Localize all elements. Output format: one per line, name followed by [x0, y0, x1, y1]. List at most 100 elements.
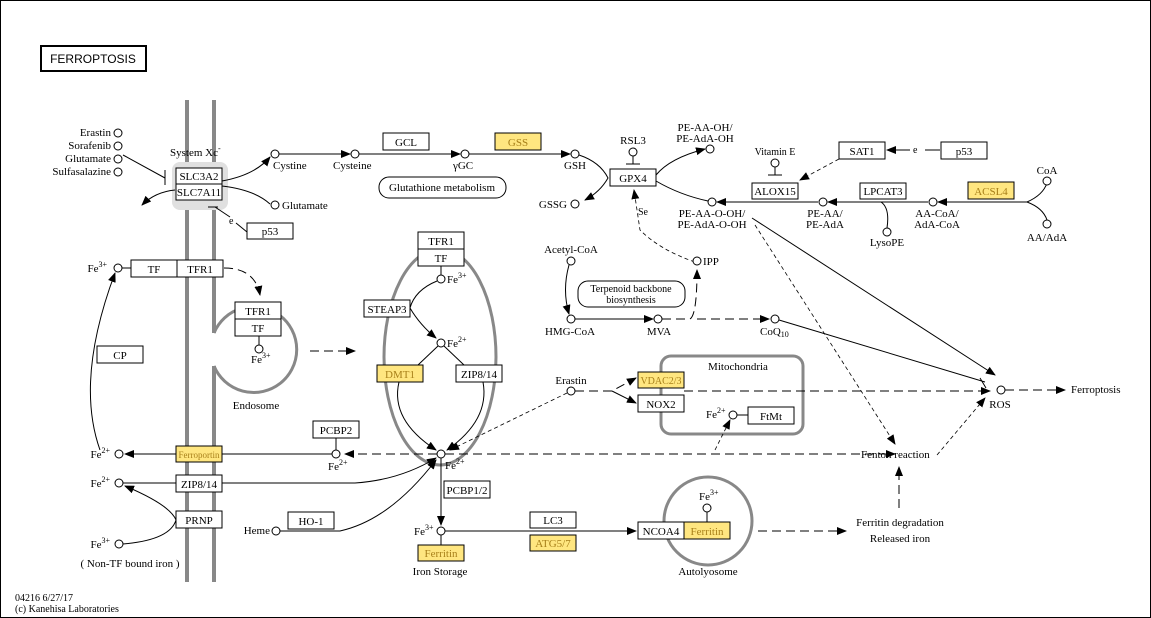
gene-steap3[interactable]: STEAP3 — [363, 299, 411, 318]
svg-text:ATG5/7: ATG5/7 — [535, 538, 571, 550]
gene-dmt1[interactable]: DMT1 — [376, 364, 424, 383]
gene-ferritin-autolysosome[interactable]: Ferritin — [683, 521, 731, 540]
gene-pcbp12[interactable]: PCBP1/2 — [443, 480, 491, 499]
cpd-fe2-out[interactable] — [114, 449, 124, 459]
cpd-fe2-zip[interactable] — [114, 478, 124, 488]
gene-atg57[interactable]: ATG5/7 — [529, 534, 577, 552]
cpd-ygc[interactable] — [460, 149, 470, 159]
svg-text:GCL: GCL — [395, 137, 417, 149]
gsh-to-gssg — [578, 154, 609, 201]
cpd-vitamin-e[interactable] — [770, 158, 780, 168]
cpd-heme-label: Heme — [244, 525, 270, 537]
gene-prnp[interactable]: PRNP — [175, 510, 223, 529]
gene-tfr1[interactable]: TFR1 — [176, 259, 224, 278]
svg-text:STEAP3: STEAP3 — [367, 304, 407, 316]
fe2-out-label: Fe2+ — [90, 446, 110, 461]
gene-sat1[interactable]: SAT1 — [838, 141, 886, 160]
gene-pcbp2[interactable]: PCBP2 — [312, 420, 360, 439]
gene-p53-top[interactable]: p53 — [246, 222, 294, 240]
cpd-gssg[interactable] — [570, 199, 580, 209]
cpd-pe-aa[interactable] — [818, 197, 828, 207]
cpd-cyto-fe2[interactable] — [436, 449, 446, 459]
gene-vdac23[interactable]: VDAC2/3 — [637, 371, 685, 389]
map-terpenoid-backbone[interactable]: Terpenoid backbone biosynthesis — [577, 280, 686, 308]
cpd-pe-aa-label-2: PE-AdA — [806, 219, 844, 231]
cpd-lysope[interactable] — [882, 227, 892, 237]
svg-text:PCBP2: PCBP2 — [320, 425, 352, 437]
gene-ferritin-storage[interactable]: Ferritin — [417, 544, 465, 562]
gene-p53-right[interactable]: p53 — [940, 141, 988, 160]
cpd-aa-ada[interactable] — [1042, 219, 1052, 229]
dmt1-to-cyto-fe2 — [397, 381, 437, 451]
fe3-nontf-label: Fe3+ — [90, 536, 110, 551]
gene-ftmt[interactable]: FtMt — [747, 406, 795, 425]
cpd-glutamate-out[interactable] — [270, 200, 280, 210]
system-xc-label: System Xc- — [170, 144, 221, 159]
cpd-sorafenib[interactable] — [113, 141, 123, 151]
svg-text:FtMt: FtMt — [760, 411, 782, 423]
se-label: Se — [638, 207, 649, 218]
cpd-mito-fe2[interactable] — [728, 410, 738, 420]
gene-lc3[interactable]: LC3 — [529, 511, 577, 529]
cpd-coq10[interactable] — [770, 314, 780, 324]
cpd-mva[interactable] — [653, 314, 663, 324]
cpd-endo-fe3[interactable] — [254, 344, 264, 354]
zip-to-cyto-fe2 — [446, 381, 485, 451]
svg-text:Terpenoid backbone: Terpenoid backbone — [590, 284, 672, 295]
cpd-ros-label: ROS — [989, 399, 1010, 411]
cpd-gssg-label: GSSG — [539, 199, 567, 211]
gene-zip814-vesicle[interactable]: ZIP8/14 — [455, 364, 503, 383]
gene-gcl[interactable]: GCL — [382, 132, 430, 151]
gene-vesicle-tf[interactable]: TF — [417, 248, 465, 267]
gene-slc3a2[interactable]: SLC3A2 — [175, 167, 223, 185]
cpd-vesicle-fe2[interactable] — [436, 338, 446, 348]
gene-acsl4[interactable]: ACSL4 — [967, 181, 1015, 200]
map-title-text: FERROPTOSIS — [50, 52, 136, 66]
gene-zip814-membrane[interactable]: ZIP8/14 — [175, 474, 223, 493]
cpd-auto-fe3[interactable] — [702, 503, 712, 513]
cpd-erastin-mito[interactable] — [566, 386, 576, 396]
pe-o-oh-to-gpx4 — [655, 180, 709, 202]
cpd-glutamate-in[interactable] — [113, 154, 123, 164]
gene-lpcat3[interactable]: LPCAT3 — [859, 182, 907, 200]
gene-ho1[interactable]: HO-1 — [287, 511, 335, 530]
gene-gss[interactable]: GSS — [494, 132, 542, 151]
cpd-storage-fe3[interactable] — [436, 526, 446, 536]
cpd-cysteine[interactable] — [350, 149, 360, 159]
gene-tf[interactable]: TF — [130, 259, 178, 278]
cpd-rsl3[interactable] — [628, 147, 638, 157]
cpd-vesicle-fe3[interactable] — [436, 274, 446, 284]
gene-alox15[interactable]: ALOX15 — [751, 182, 799, 200]
gene-ferroportin[interactable]: Ferroportin — [175, 445, 223, 463]
gene-nox2[interactable]: NOX2 — [637, 394, 685, 413]
cpd-ipp[interactable] — [692, 256, 702, 266]
gene-slc7a11[interactable]: SLC7A11 — [175, 183, 223, 201]
cpd-pe-aa-oh[interactable] — [705, 144, 715, 154]
cpd-gsh[interactable] — [570, 149, 580, 159]
map-glutathione-metabolism[interactable]: Glutathione metabolism — [378, 176, 507, 199]
cpd-fe3-nontf[interactable] — [114, 539, 124, 549]
cpd-aa-coa[interactable] — [928, 197, 938, 207]
gene-endo-tf[interactable]: TF — [234, 318, 282, 337]
glutamate-export-arrow — [141, 189, 176, 206]
cpd-erastin[interactable] — [113, 128, 123, 138]
gene-cp[interactable]: CP — [96, 345, 144, 364]
cpd-fe3-tf[interactable] — [113, 263, 123, 273]
svg-text:TF: TF — [252, 323, 265, 335]
cpd-pcbp2-fe2[interactable] — [331, 449, 341, 459]
cpd-acetyl-coa[interactable] — [566, 256, 576, 266]
gene-vesicle-tfr1[interactable]: TFR1 — [417, 231, 465, 250]
cpd-ros[interactable] — [996, 385, 1006, 395]
cpd-cystine[interactable] — [270, 149, 280, 159]
gene-endo-tfr1[interactable]: TFR1 — [234, 301, 282, 320]
cpd-heme[interactable] — [271, 526, 281, 536]
svg-text:CP: CP — [113, 350, 126, 362]
cpd-pe-aa-o-oh[interactable] — [707, 197, 717, 207]
cpd-coa[interactable] — [1042, 176, 1052, 186]
cpd-hmg-coa[interactable] — [566, 314, 576, 324]
gene-ncoa4[interactable]: NCOA4 — [637, 521, 685, 540]
cpd-coq10-label: CoQ10 — [760, 326, 789, 339]
cpd-sulfasalazine[interactable] — [113, 167, 123, 177]
gene-gpx4[interactable]: GPX4 — [609, 168, 657, 187]
